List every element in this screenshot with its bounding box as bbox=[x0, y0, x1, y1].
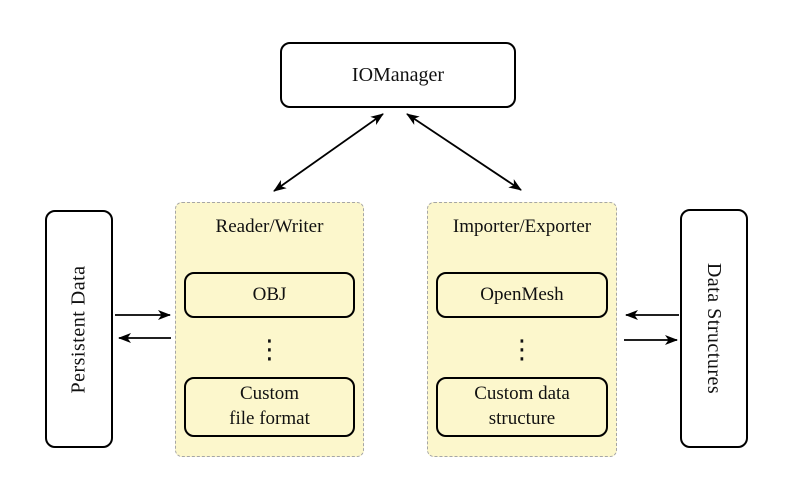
node-custom-file-format-line2: file format bbox=[229, 408, 310, 429]
node-obj-label: OBJ bbox=[252, 283, 287, 305]
group-importer-exporter: Importer/Exporter OpenMesh ⋮ Custom data… bbox=[427, 202, 617, 457]
group-reader-writer-label: Reader/Writer bbox=[215, 216, 324, 237]
edge-iomanager-reader-writer bbox=[273, 113, 384, 192]
ellipsis-reader-writer: ⋮ bbox=[256, 335, 283, 365]
ellipsis-importer-exporter: ⋮ bbox=[509, 335, 535, 365]
node-data-structures: Data Structures bbox=[680, 209, 748, 448]
node-custom-data-structure-line1: Custom data bbox=[474, 383, 570, 405]
node-iomanager: IOManager bbox=[280, 42, 516, 108]
node-persistent-data: Persistent Data bbox=[45, 210, 113, 448]
edge-iomanager-importer-exporter bbox=[406, 113, 522, 191]
node-data-structures-label: Data Structures bbox=[703, 262, 726, 395]
node-openmesh: OpenMesh bbox=[436, 272, 608, 318]
node-obj: OBJ bbox=[184, 272, 355, 318]
node-custom-data-structure: Custom data structure bbox=[436, 377, 608, 437]
node-persistent-data-label: Persistent Data bbox=[67, 264, 90, 394]
node-custom-file-format: Custom file format bbox=[184, 377, 355, 437]
node-custom-data-structure-line2: structure bbox=[488, 408, 556, 429]
node-openmesh-label: OpenMesh bbox=[480, 283, 564, 305]
node-custom-file-format-line1: Custom bbox=[239, 383, 300, 405]
group-importer-exporter-label: Importer/Exporter bbox=[452, 216, 592, 237]
group-reader-writer: Reader/Writer OBJ ⋮ Custom file format bbox=[175, 202, 364, 457]
node-iomanager-label: IOManager bbox=[351, 63, 445, 86]
